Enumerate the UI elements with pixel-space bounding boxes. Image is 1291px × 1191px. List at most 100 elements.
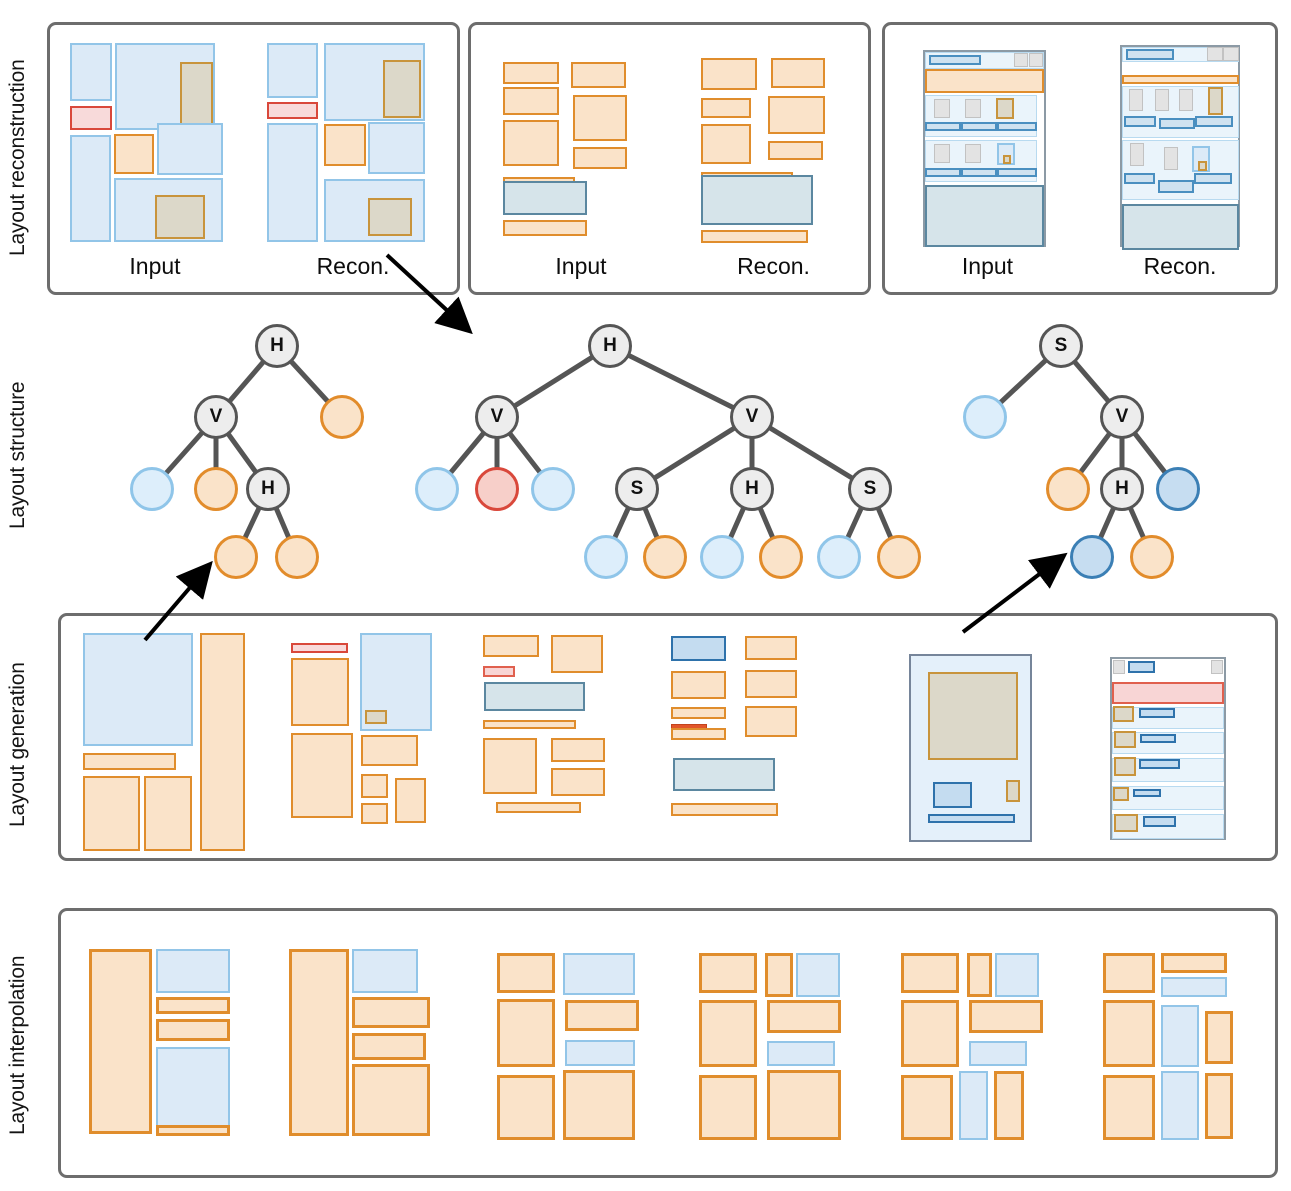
element-box — [768, 96, 825, 134]
element-box — [699, 1000, 757, 1067]
element-box — [671, 803, 778, 816]
element-box — [200, 633, 245, 851]
element-box — [997, 122, 1037, 131]
recon3-input-layout — [923, 50, 1046, 247]
element-box — [1113, 706, 1134, 722]
recon3-recon-caption: Recon. — [1143, 253, 1217, 279]
element-box — [157, 123, 223, 175]
element-box — [155, 195, 205, 239]
element-box — [267, 123, 318, 242]
recon2-recon-caption: Recon. — [737, 253, 810, 279]
element-box — [563, 953, 635, 995]
interpolation-step-4 — [699, 953, 849, 1143]
element-box — [324, 124, 366, 166]
tree-node-leaf — [275, 535, 319, 579]
element-box — [1003, 155, 1011, 164]
generation-sample-4 — [671, 633, 831, 848]
element-box — [503, 87, 559, 115]
element-box — [70, 135, 111, 242]
tree-node-leaf — [643, 535, 687, 579]
element-box — [701, 175, 813, 225]
element-box — [1195, 116, 1233, 127]
generation-sample-6 — [1110, 657, 1226, 840]
element-box — [1114, 814, 1138, 832]
element-box — [994, 1071, 1024, 1140]
element-box — [745, 636, 797, 660]
element-box — [934, 99, 950, 118]
element-box — [497, 999, 555, 1067]
element-box — [1194, 173, 1232, 184]
element-box — [928, 672, 1018, 760]
element-box — [701, 124, 751, 164]
element-box — [483, 720, 576, 729]
element-box — [767, 1070, 841, 1140]
element-box — [1122, 75, 1239, 84]
tree-node-operator: H — [1100, 467, 1144, 511]
tree-node-leaf — [963, 395, 1007, 439]
element-box — [573, 147, 627, 169]
element-box — [1139, 708, 1175, 718]
element-box — [289, 949, 349, 1136]
element-box — [291, 658, 349, 726]
element-box — [933, 782, 972, 808]
tree-node-leaf — [817, 535, 861, 579]
element-box — [1223, 47, 1239, 61]
element-box — [483, 635, 539, 657]
element-box — [969, 1000, 1043, 1033]
element-box — [1161, 953, 1227, 973]
element-box — [1129, 89, 1143, 111]
element-box — [1124, 116, 1156, 127]
element-box — [573, 95, 627, 141]
element-box — [1211, 660, 1223, 674]
element-box — [365, 710, 387, 724]
element-box — [89, 949, 152, 1134]
element-box — [959, 1071, 988, 1140]
interpolation-step-5 — [901, 953, 1051, 1143]
element-box — [901, 953, 959, 993]
interpolation-step-2 — [289, 949, 439, 1139]
element-box — [1113, 787, 1129, 801]
element-box — [969, 1041, 1027, 1066]
element-box — [928, 814, 1015, 823]
element-box — [496, 802, 581, 813]
tree-node-leaf — [1070, 535, 1114, 579]
element-box — [925, 168, 961, 177]
tree-node-leaf — [475, 467, 519, 511]
element-box — [965, 144, 981, 163]
element-box — [1140, 734, 1176, 743]
element-box — [1164, 147, 1178, 170]
tree-node-operator: H — [588, 324, 632, 368]
tree-node-leaf — [531, 467, 575, 511]
element-box — [70, 106, 112, 130]
element-box — [156, 1047, 230, 1127]
element-box — [503, 62, 559, 84]
element-box — [1114, 757, 1136, 776]
tree-node-leaf — [1046, 467, 1090, 511]
element-box — [1205, 1073, 1233, 1139]
tree-node-operator: S — [615, 467, 659, 511]
element-box — [1158, 180, 1194, 193]
recon2-input-layout — [503, 47, 663, 242]
element-box — [267, 43, 318, 98]
element-box — [1161, 1005, 1199, 1067]
element-box — [503, 181, 587, 215]
generation-sample-2 — [291, 633, 451, 848]
interpolation-step-6 — [1103, 953, 1253, 1143]
tree-node-leaf — [584, 535, 628, 579]
element-box — [1103, 1000, 1155, 1067]
element-box — [361, 735, 418, 766]
recon1-recon-layout — [267, 40, 443, 245]
element-box — [925, 122, 961, 131]
row-label-layout-interpolation: Layout interpolation — [6, 955, 29, 1135]
element-box — [551, 738, 605, 762]
element-box — [352, 949, 418, 993]
tree-node-operator: V — [475, 395, 519, 439]
recon1-input-caption: Input — [129, 253, 181, 279]
element-box — [352, 997, 430, 1028]
element-box — [114, 134, 154, 174]
reconstruction-panel-1: Input Recon. — [47, 22, 460, 295]
element-box — [483, 738, 537, 794]
element-box — [1113, 660, 1125, 674]
element-box — [1112, 682, 1224, 704]
tree-node-leaf — [700, 535, 744, 579]
